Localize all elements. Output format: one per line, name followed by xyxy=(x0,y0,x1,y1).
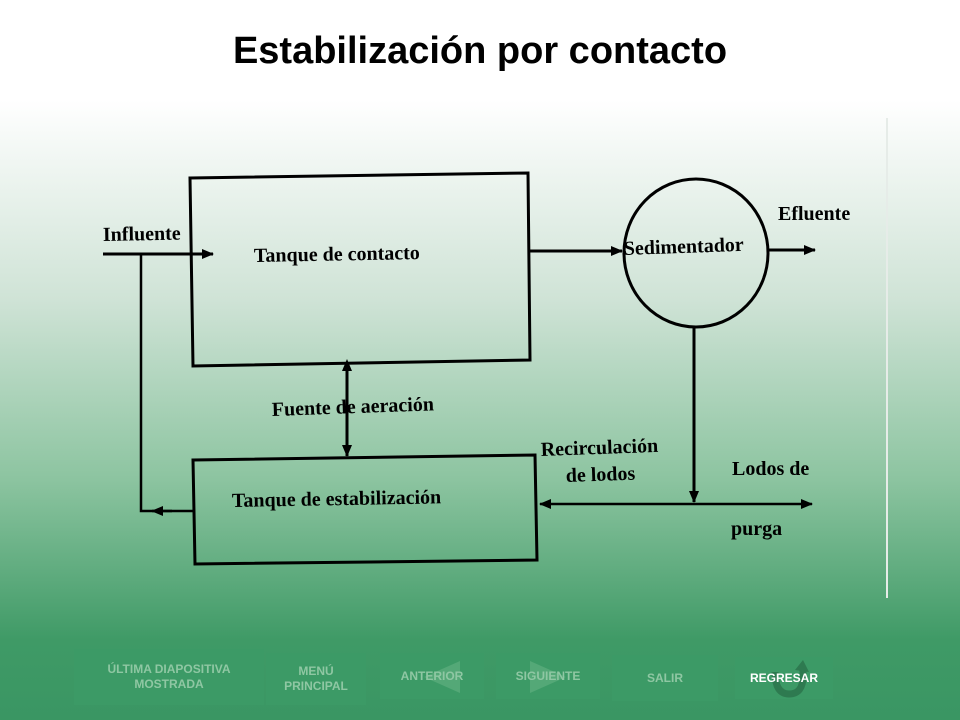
left-triangle-icon xyxy=(424,661,460,693)
recirculation-label-line2: de lodos xyxy=(565,463,635,487)
sedimentador-circle xyxy=(622,177,770,329)
main-menu-label-line1: MENÚ xyxy=(298,664,334,678)
last-slide-button[interactable]: ÚLTIMA DIAPOSITIVA MOSTRADA xyxy=(74,649,264,705)
last-slide-label-line1: ÚLTIMA DIAPOSITIVA xyxy=(107,662,231,676)
recirculation-label-line1: Recirculación xyxy=(540,435,658,461)
next-label: SIGUIENTE xyxy=(515,668,581,683)
purge-sludge-label-line2: purga xyxy=(731,518,782,540)
previous-label: ANTERIOR xyxy=(400,668,464,683)
previous-button[interactable]: ANTERIOR xyxy=(380,653,484,699)
next-button[interactable]: SIGUIENTE xyxy=(496,653,600,699)
sedimentador-label: Sedimentador xyxy=(623,234,744,260)
right-triangle-icon xyxy=(530,661,566,693)
vertical-divider xyxy=(886,118,888,598)
influent-bypass-line xyxy=(139,254,172,513)
stabilization-tank-label: Tanque de estabilización xyxy=(232,486,442,512)
influente-label: Influente xyxy=(103,223,181,246)
last-slide-label-line2: MOSTRADA xyxy=(134,677,204,691)
return-button[interactable]: REGRESAR xyxy=(735,657,833,699)
efluente-label: Efluente xyxy=(778,203,850,225)
main-menu-button[interactable]: MENÚ PRINCIPAL xyxy=(266,653,366,705)
slide-title: Estabilización por contacto xyxy=(232,30,728,72)
return-arrow-icon xyxy=(771,660,809,698)
stabilization-tank-box xyxy=(191,453,539,566)
exit-label: SALIR xyxy=(647,670,683,685)
aeration-source-label: Fuente de aeración xyxy=(271,393,434,421)
return-label: REGRESAR xyxy=(749,670,818,685)
exit-button[interactable]: SALIR xyxy=(612,655,718,701)
contact-tank-box xyxy=(188,171,532,368)
main-menu-label-line2: PRINCIPAL xyxy=(284,679,348,693)
contact-tank-label: Tanque de contacto xyxy=(254,242,420,267)
purge-sludge-label-line1: Lodos de xyxy=(732,458,809,480)
